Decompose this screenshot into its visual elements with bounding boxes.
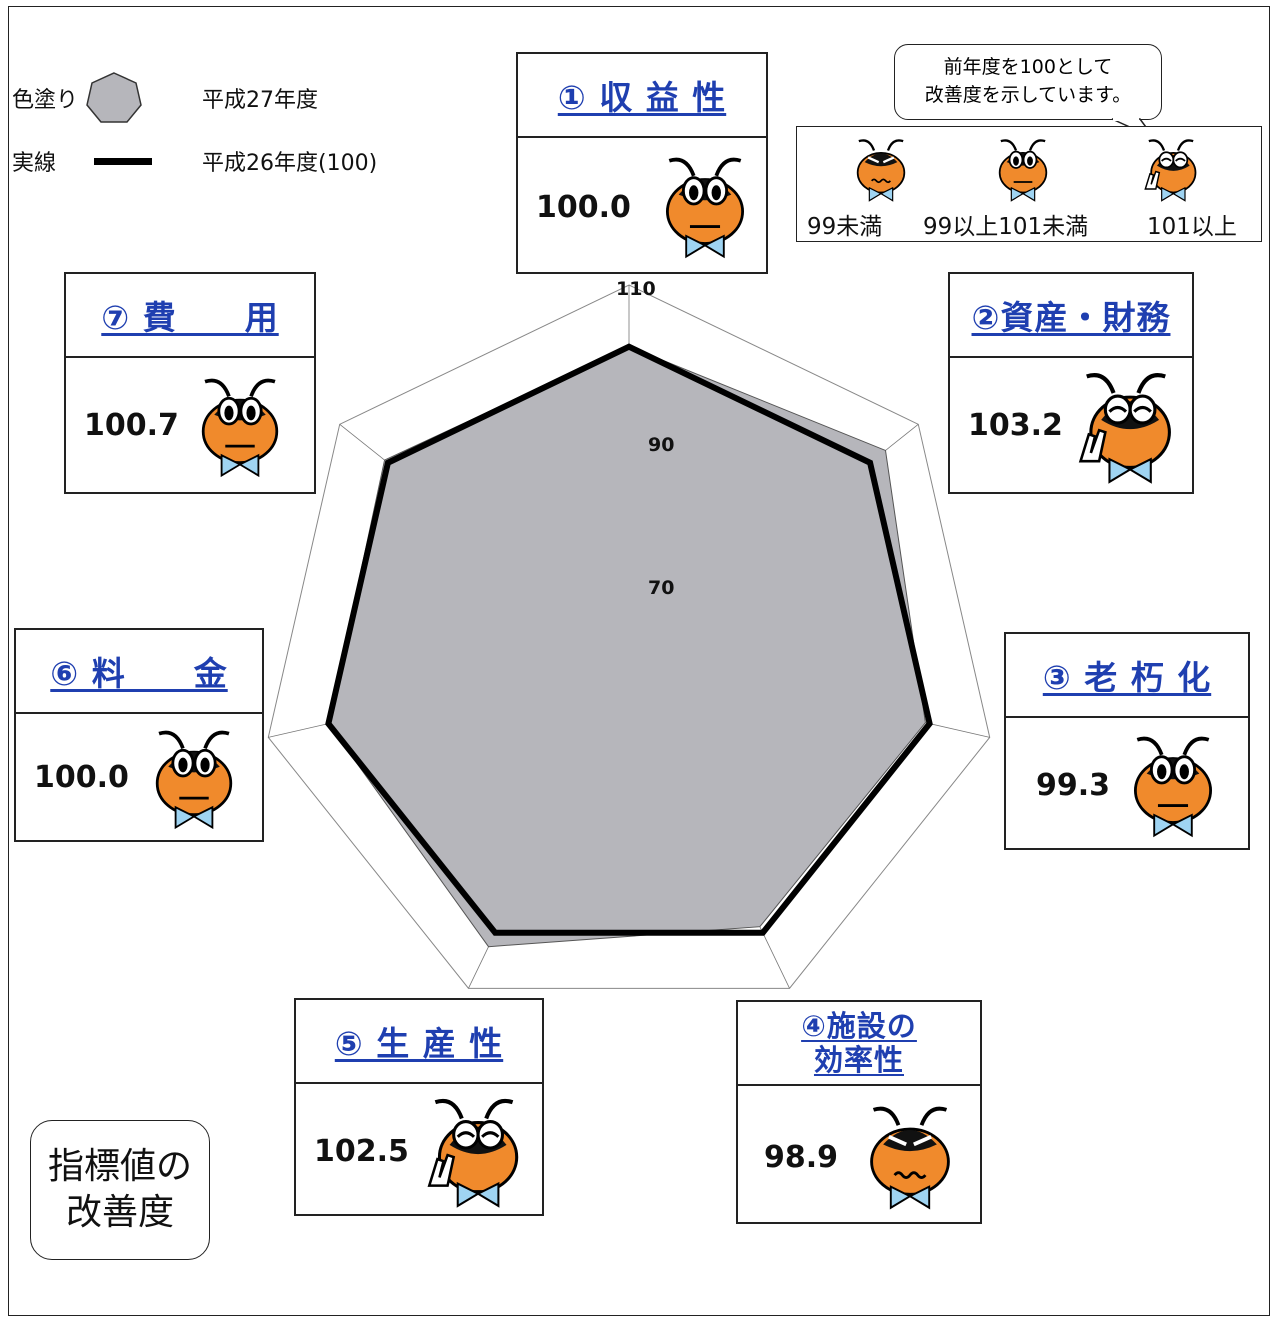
mascot-sad-icon <box>870 1106 950 1210</box>
category-1-value: 100.0 <box>536 190 631 225</box>
note-callout: 前年度を100として 改善度を示しています。 <box>894 44 1162 120</box>
tick-label-70: 70 <box>648 577 675 599</box>
category-6-value: 100.0 <box>34 760 129 795</box>
note-line2: 改善度を示しています。 <box>924 84 1132 106</box>
key-below-label: 99未満 <box>807 214 883 240</box>
category-6-box: ⑥ 料 金 100.0 <box>14 628 264 842</box>
mascot-happy-icon <box>1144 139 1197 202</box>
category-5-box: ⑤ 生 産 性 102.5 <box>294 998 544 1216</box>
category-2-box: ②資産・財務 103.2 <box>948 272 1194 494</box>
heptagon-swatch-icon <box>86 72 142 123</box>
mascot-neutral-icon <box>665 157 745 259</box>
tick-label-90: 90 <box>648 434 675 456</box>
category-4-title-line1: ④施設の <box>801 1009 917 1043</box>
category-3-value: 99.3 <box>1036 768 1111 803</box>
line-swatch-icon <box>94 157 153 165</box>
key-above-label: 101以上 <box>1147 214 1237 240</box>
mascot-neutral-icon <box>155 730 233 830</box>
legend-fill: 色塗り 平成27年度 <box>12 70 318 126</box>
mascot-happy-icon <box>1078 373 1171 484</box>
mascot-sad-icon <box>856 139 906 202</box>
mascot-neutral-icon <box>201 378 279 478</box>
category-2-title: ②資産・財務 <box>971 298 1171 337</box>
category-2-value: 103.2 <box>968 408 1063 443</box>
category-4-value: 98.9 <box>764 1140 839 1175</box>
category-1-box: ① 収 益 性 100.0 <box>516 52 768 274</box>
category-1-title: ① 収 益 性 <box>557 78 727 117</box>
category-3-title: ③ 老 朽 化 <box>1042 658 1212 697</box>
legend-line-label: 実線 <box>12 151 57 176</box>
index-title-box: 指標値の 改善度 <box>30 1120 210 1260</box>
series-area-0 <box>327 346 926 948</box>
category-7-value: 100.7 <box>84 408 179 443</box>
category-5-value: 102.5 <box>314 1134 409 1169</box>
mascot-neutral-icon <box>1133 736 1213 838</box>
mascot-happy-icon <box>427 1098 519 1208</box>
category-3-box: ③ 老 朽 化 99.3 <box>1004 632 1250 850</box>
category-4-box: ④施設の効率性 98.9 <box>736 1000 982 1224</box>
mascot-neutral-icon <box>998 139 1048 202</box>
note-line1: 前年度を100として <box>943 56 1113 78</box>
category-6-title: ⑥ 料 金 <box>50 654 228 693</box>
category-7-box: ⑦ 費 用 100.7 <box>64 272 316 494</box>
index-line2: 改善度 <box>65 1192 174 1233</box>
mood-key: 99未満 99以上101未満 101以上 <box>796 126 1262 242</box>
legend-line-desc: 平成26年度(100) <box>202 151 378 176</box>
index-line1: 指標値の <box>47 1146 192 1187</box>
legend-fill-desc: 平成27年度 <box>202 88 318 113</box>
legend-line: 実線 平成26年度(100) <box>12 145 377 177</box>
category-4-title-line2: 効率性 <box>813 1043 904 1077</box>
category-4-title: ④施設の効率性 <box>801 1009 917 1077</box>
category-7-title: ⑦ 費 用 <box>101 298 279 337</box>
category-5-title: ⑤ 生 産 性 <box>334 1024 504 1063</box>
chart-frame <box>8 6 1270 1316</box>
radar-gridline <box>267 284 991 989</box>
key-mid-label: 99以上101未満 <box>923 214 1089 240</box>
legend-fill-label: 色塗り <box>12 88 79 113</box>
tick-label-110: 110 <box>616 278 656 300</box>
series-line-1 <box>325 343 933 936</box>
